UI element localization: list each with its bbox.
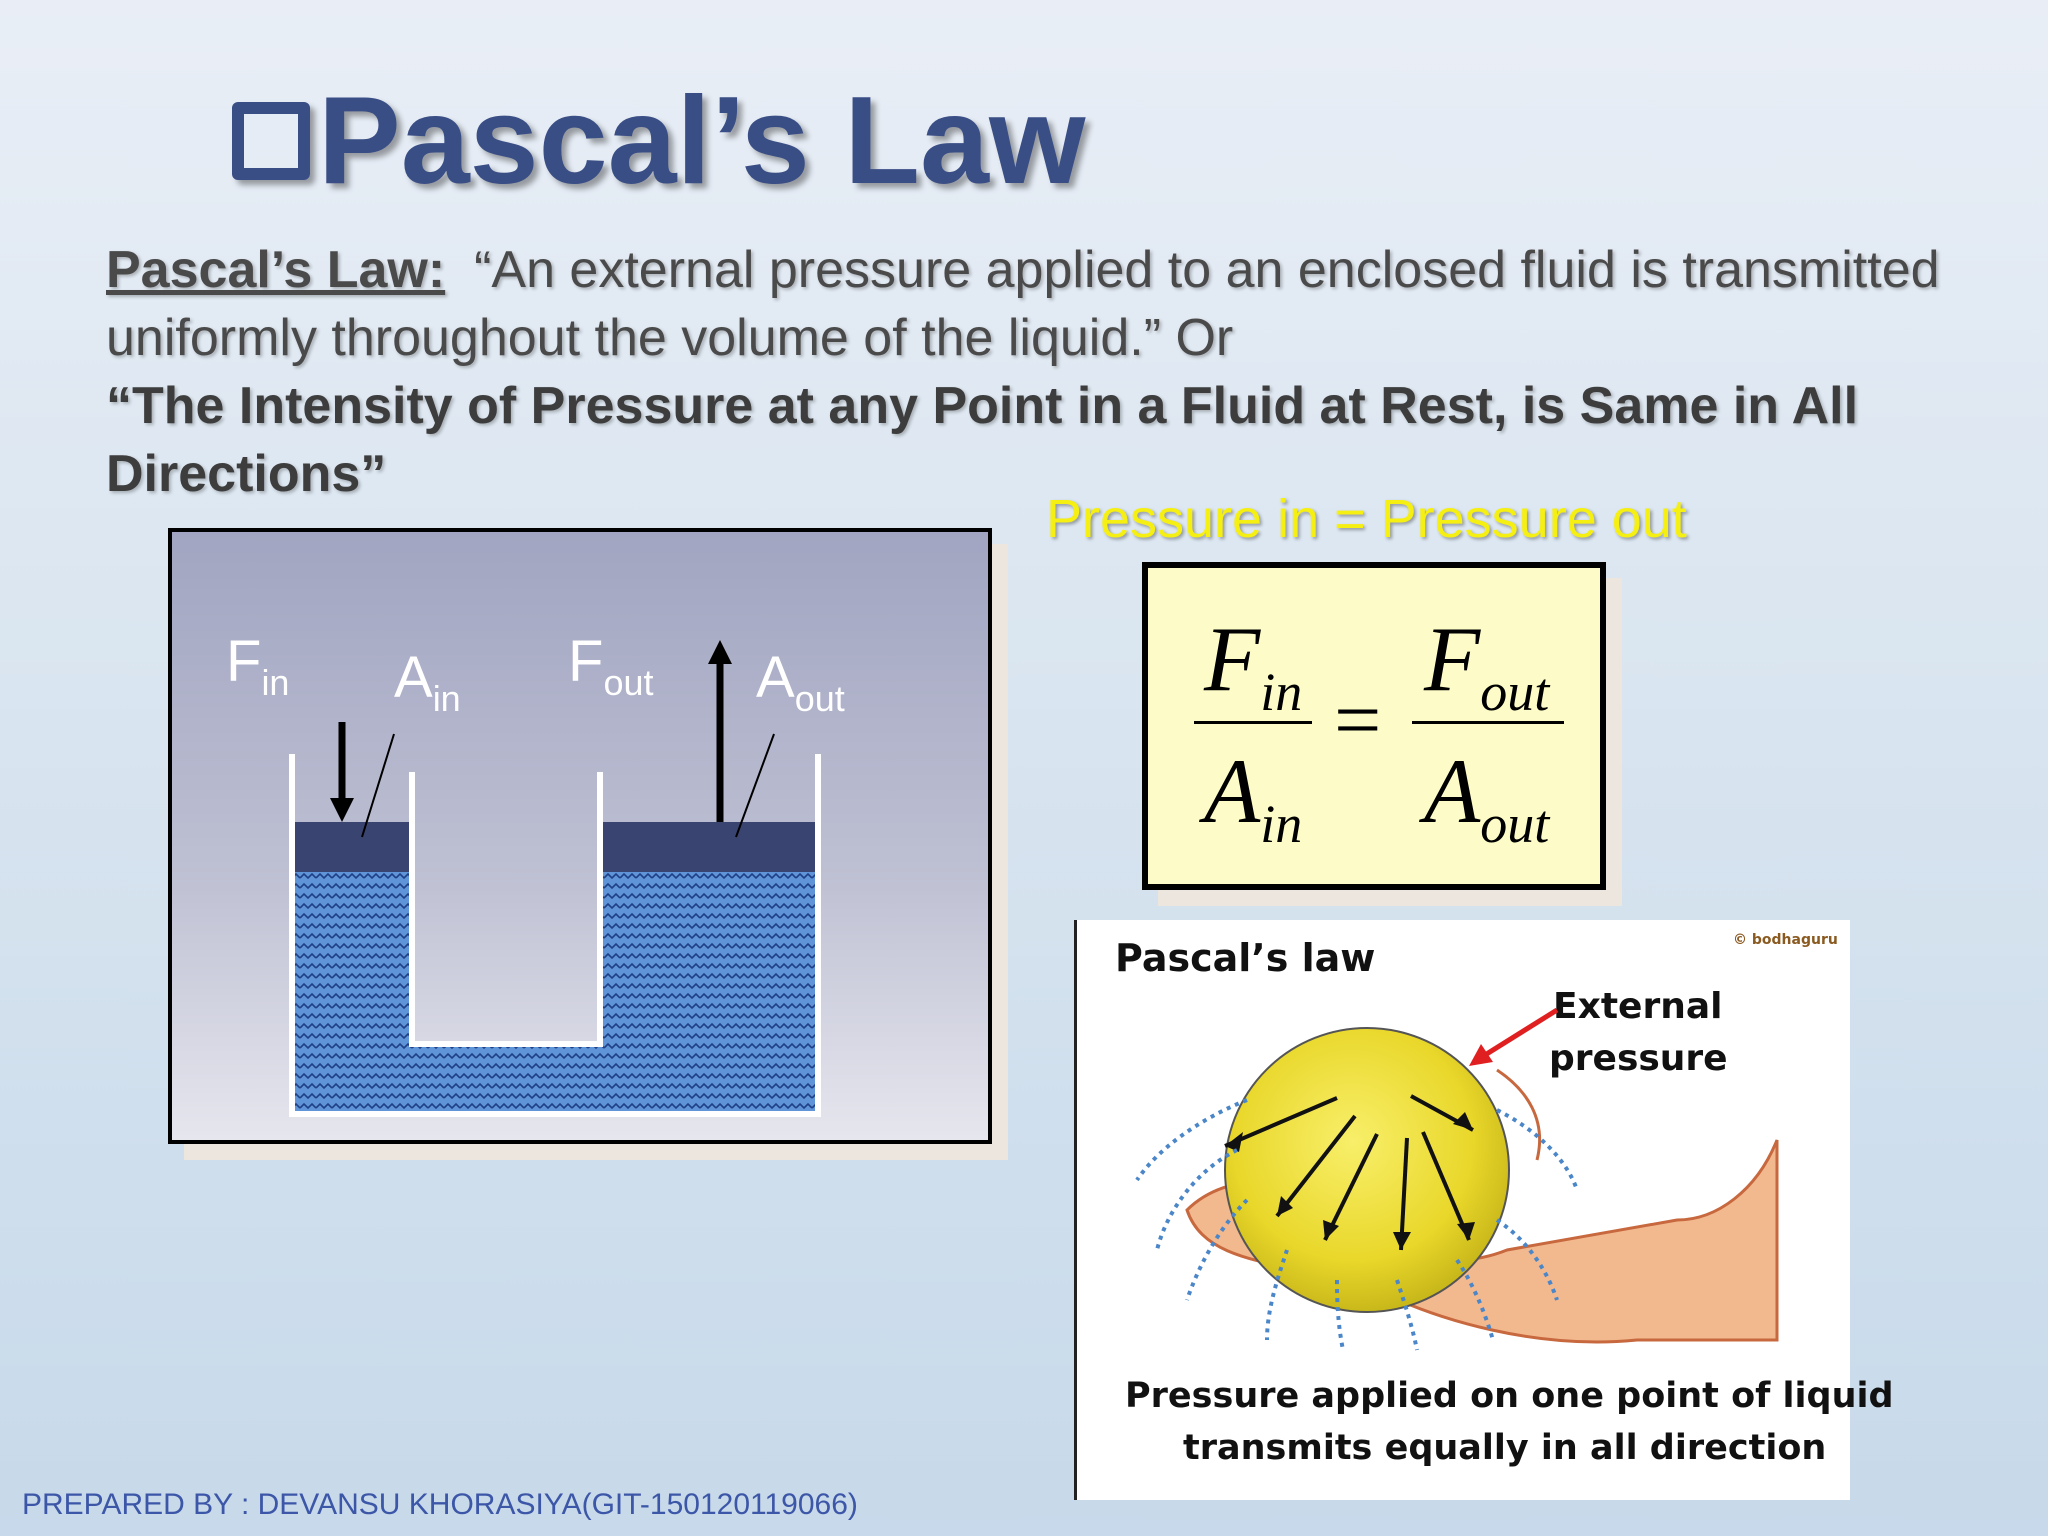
formula-box: Fin Ain = Fout Aout xyxy=(1142,562,1606,890)
formula-numerator-right: Fout xyxy=(1424,608,1550,722)
output-piston xyxy=(600,822,818,872)
input-piston xyxy=(292,822,412,872)
container-walls xyxy=(289,754,821,1117)
pressure-label: pressure xyxy=(1549,1038,1728,1079)
checkbox-bullet-icon xyxy=(232,102,310,180)
fraction-bar-right xyxy=(1412,721,1564,724)
slide-title: Pascal’s Law xyxy=(232,70,1085,212)
ball xyxy=(1224,1027,1510,1313)
bold-statement: “The Intensity of Pressure at any Point … xyxy=(106,377,1859,503)
fraction-bar-left xyxy=(1194,721,1312,724)
definition-paragraph: Pascal’s Law: “An external pressure appl… xyxy=(106,236,1986,508)
hand-ball-graphic xyxy=(1135,1007,1779,1351)
f-out-label: Fout xyxy=(568,629,654,703)
a-out-label: Aout xyxy=(756,645,845,719)
caption-line-1: Pressure applied on one point of liquid xyxy=(1125,1376,1894,1416)
a-in-label: Ain xyxy=(394,645,461,719)
illustration-heading: Pascal’s law xyxy=(1115,936,1376,980)
formula-equals: = xyxy=(1334,674,1382,767)
watermark-logo: © bodhaguru xyxy=(1733,932,1838,948)
footer-credit: PREPARED BY : DEVANSU KHORASIYA(GIT-1501… xyxy=(22,1488,858,1521)
hydraulic-diagram-graphic xyxy=(289,640,821,1117)
caption-line-2: transmits equally in all direction xyxy=(1183,1428,1827,1468)
definition-lead: Pascal’s Law: xyxy=(106,241,446,299)
formula-denominator-right: Aout xyxy=(1424,740,1550,854)
f-in-label: Fin xyxy=(226,629,290,703)
external-pressure-arrow xyxy=(1469,1044,1493,1066)
fluid xyxy=(292,872,818,1112)
formula-numerator-left: Fin xyxy=(1204,608,1303,722)
input-force-arrow xyxy=(330,798,354,822)
pressure-relation: Pressure in = Pressure out xyxy=(1046,489,1687,549)
formula-denominator-left: Ain xyxy=(1204,740,1303,854)
external-label: External xyxy=(1553,986,1723,1027)
slide-title-text: Pascal’s Law xyxy=(318,72,1086,210)
fluid-streams xyxy=(1135,1098,1579,1351)
pressure-arrows xyxy=(1224,1094,1474,1251)
output-force-arrow xyxy=(708,640,732,664)
pascal-illustration: Pascal’s law © bodhaguru External pressu… xyxy=(1074,920,1894,1500)
hydraulic-diagram: Fin Ain Fout Aout xyxy=(168,528,992,1144)
definition-text: “An external pressure applied to an encl… xyxy=(106,241,1940,367)
